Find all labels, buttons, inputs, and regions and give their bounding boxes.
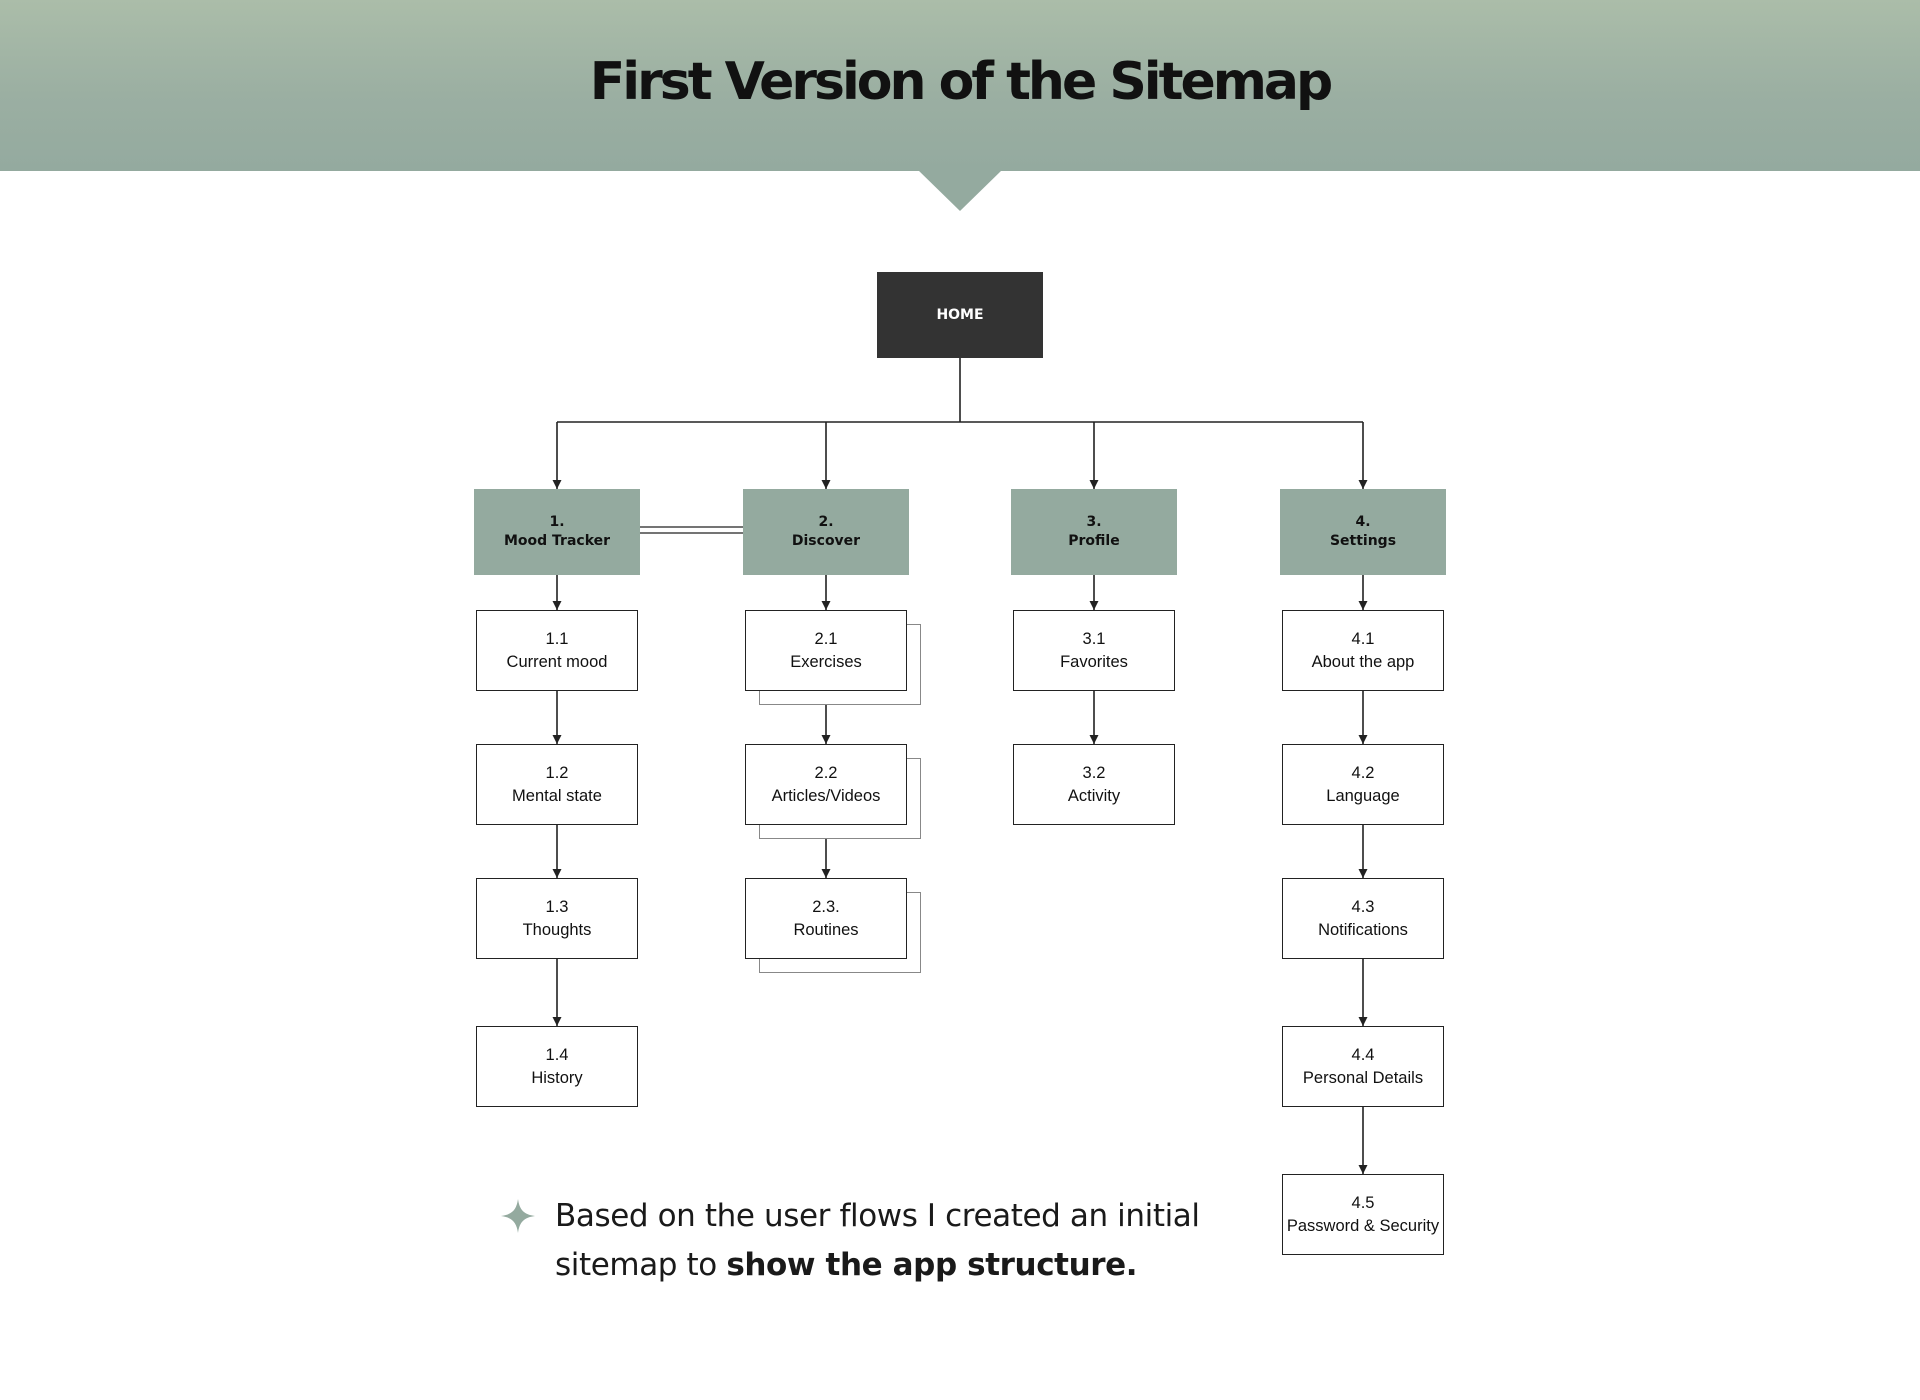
category-label: Mood Tracker [503, 533, 611, 549]
page-number: 4.2 [1351, 764, 1375, 783]
note-bold-text: show the app structure. [726, 1247, 1138, 1283]
page-label: Exercises [790, 652, 862, 671]
category-node-discover[interactable]: 2. Discover [743, 489, 909, 575]
page-number: 3.1 [1082, 630, 1106, 649]
page-title: First Version of the Sitemap [589, 52, 1333, 112]
category-node-profile[interactable]: 3. Profile [1011, 489, 1177, 575]
note-plain-text: Based on the user flows I created an ini… [555, 1198, 1200, 1283]
page-number: 1.2 [545, 764, 569, 783]
page-number: 4.1 [1351, 630, 1375, 649]
page-number: 2.2 [814, 764, 838, 783]
sparkle-icon [501, 1199, 535, 1233]
page-label: Notifications [1318, 920, 1408, 939]
home-label: HOME [936, 306, 984, 323]
sibling-link [640, 526, 743, 534]
header-banner [0, 0, 1920, 171]
page-number: 4.3 [1351, 898, 1375, 917]
category-label: Profile [1068, 533, 1120, 549]
page-label: Current mood [506, 652, 608, 671]
page-label: Mental state [512, 786, 602, 805]
page-label: Language [1326, 786, 1400, 805]
category-number: 2. [818, 514, 834, 531]
page-label: Favorites [1060, 652, 1128, 671]
page-number: 4.5 [1351, 1194, 1375, 1213]
category-label: Discover [791, 533, 861, 549]
page-number: 2.1 [814, 630, 838, 649]
category-node-settings[interactable]: 4. Settings [1280, 489, 1446, 575]
page-label: Password & Security [1286, 1216, 1440, 1235]
home-node[interactable]: HOME [877, 272, 1043, 358]
page-label: About the app [1311, 652, 1415, 671]
page-label: History [531, 1068, 583, 1087]
page-number: 4.4 [1351, 1046, 1375, 1065]
page-number: 1.4 [545, 1046, 569, 1065]
page-node-routines[interactable]: 2.3. Routines [745, 878, 907, 959]
category-number: 1. [549, 514, 565, 531]
category-number: 4. [1355, 514, 1371, 531]
category-label: Settings [1329, 533, 1397, 549]
page-label: Activity [1067, 786, 1121, 805]
description-note: Based on the user flows I created an ini… [555, 1192, 1275, 1290]
page-label: Personal Details [1302, 1068, 1424, 1087]
category-number: 3. [1086, 514, 1102, 531]
header-pointer [918, 170, 1002, 211]
page-number: 3.2 [1082, 764, 1106, 783]
page-label: Articles/Videos [771, 786, 881, 805]
page-number: 1.1 [545, 630, 569, 649]
page-label: Thoughts [522, 920, 592, 939]
page-number: 2.3. [812, 898, 840, 917]
page-label: Routines [793, 920, 859, 939]
page-number: 1.3 [545, 898, 569, 917]
category-node-mood-tracker[interactable]: 1. Mood Tracker [474, 489, 640, 575]
